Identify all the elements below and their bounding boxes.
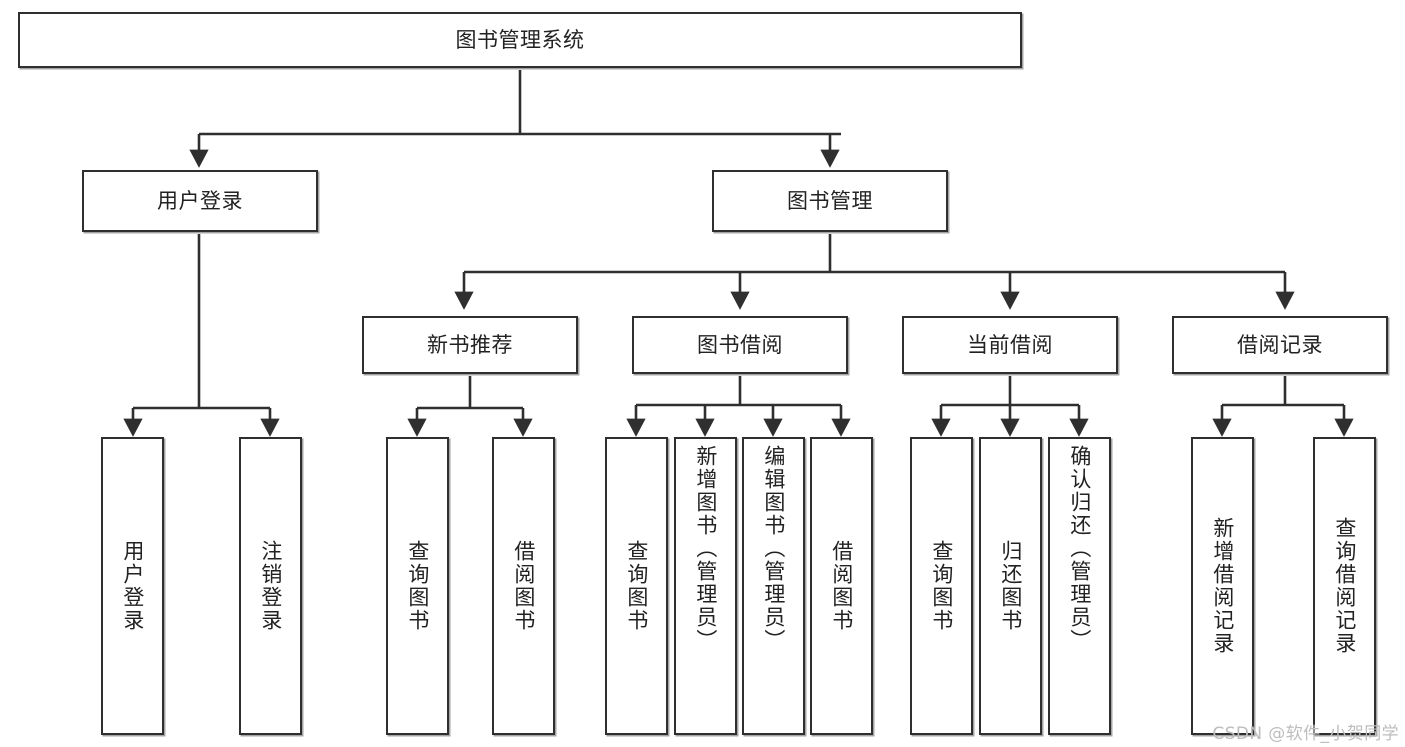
node-current-borrow-label: 当前借阅	[967, 332, 1053, 357]
node-root[interactable]: 图书管理系统	[18, 12, 1022, 68]
leaf-add-borrow-record[interactable]: 新增借阅记录	[1191, 437, 1254, 735]
leaf-confirm-return-admin[interactable]: 确认归还（管理员）	[1048, 437, 1111, 735]
leaf-logout-label: 注销登录	[258, 540, 283, 632]
leaf-confirm-return-admin-label: 确认归还（管理员）	[1067, 445, 1092, 652]
leaf-query-book-current[interactable]: 查询图书	[910, 437, 973, 735]
node-current-borrow[interactable]: 当前借阅	[902, 316, 1118, 374]
leaf-add-borrow-record-label: 新增借阅记录	[1210, 517, 1235, 655]
leaf-borrow-book-borrow[interactable]: 借阅图书	[810, 437, 873, 735]
leaf-user-login-label: 用户登录	[120, 540, 145, 632]
node-user-login-label: 用户登录	[157, 188, 243, 213]
leaf-borrow-book-borrow-label: 借阅图书	[829, 540, 854, 632]
leaf-logout[interactable]: 注销登录	[239, 437, 302, 735]
leaf-return-book-label: 归还图书	[998, 540, 1023, 632]
node-borrow-records-label: 借阅记录	[1237, 332, 1323, 357]
leaf-query-book-borrow[interactable]: 查询图书	[605, 437, 668, 735]
leaf-add-book-admin[interactable]: 新增图书（管理员）	[674, 437, 737, 735]
leaf-query-book-newbook-label: 查询图书	[405, 540, 430, 632]
node-book-borrow-label: 图书借阅	[697, 332, 783, 357]
leaf-add-book-admin-label: 新增图书（管理员）	[693, 445, 718, 652]
leaf-query-book-borrow-label: 查询图书	[624, 540, 649, 632]
node-borrow-records[interactable]: 借阅记录	[1172, 316, 1388, 374]
leaf-return-book[interactable]: 归还图书	[979, 437, 1042, 735]
leaf-borrow-book-newbook-label: 借阅图书	[511, 540, 536, 632]
leaf-user-login[interactable]: 用户登录	[101, 437, 164, 735]
leaf-query-book-newbook[interactable]: 查询图书	[386, 437, 449, 735]
node-user-login[interactable]: 用户登录	[82, 170, 318, 232]
leaf-query-book-current-label: 查询图书	[929, 540, 954, 632]
leaf-query-borrow-record-label: 查询借阅记录	[1332, 517, 1357, 655]
watermark-text: CSDN @软件_小贺同学	[1212, 724, 1399, 744]
node-root-label: 图书管理系统	[455, 27, 585, 52]
node-book-management-label: 图书管理	[787, 188, 873, 213]
node-book-management[interactable]: 图书管理	[712, 170, 948, 232]
node-book-borrow[interactable]: 图书借阅	[632, 316, 848, 374]
leaf-edit-book-admin-label: 编辑图书（管理员）	[761, 445, 786, 652]
leaf-edit-book-admin[interactable]: 编辑图书（管理员）	[742, 437, 805, 735]
leaf-query-borrow-record[interactable]: 查询借阅记录	[1313, 437, 1376, 735]
node-new-book-recommend-label: 新书推荐	[427, 332, 513, 357]
leaf-borrow-book-newbook[interactable]: 借阅图书	[492, 437, 555, 735]
node-new-book-recommend[interactable]: 新书推荐	[362, 316, 578, 374]
